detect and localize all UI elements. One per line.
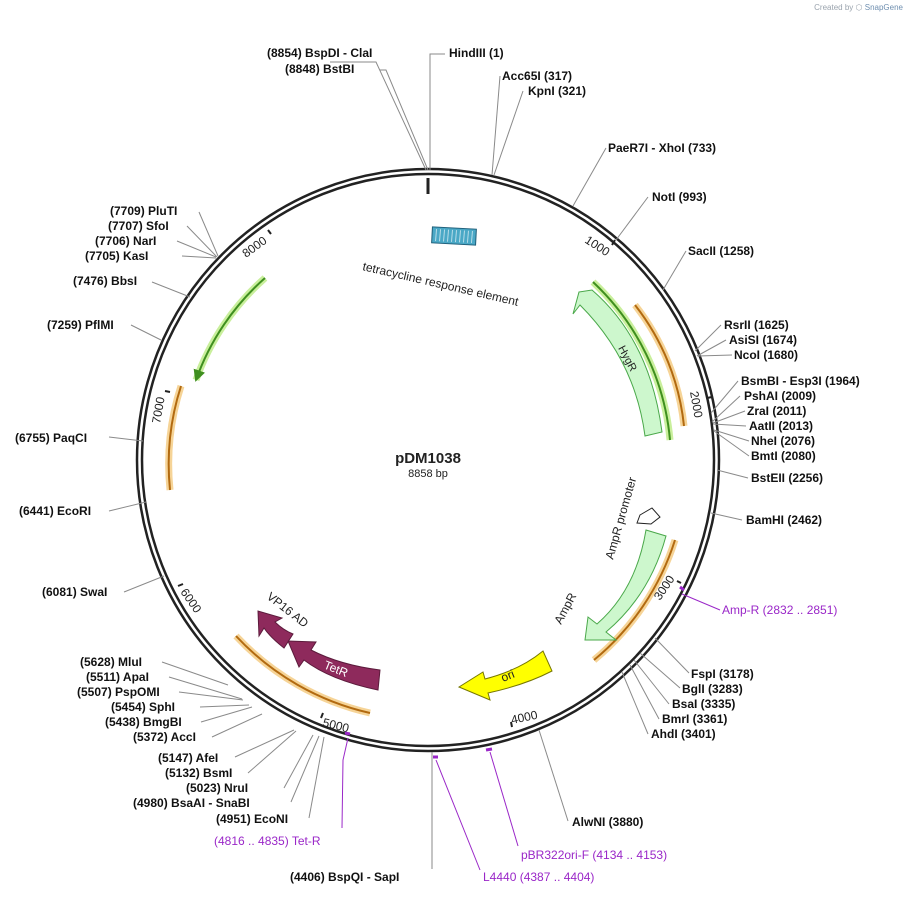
orf-arc-glow-1 [192, 275, 268, 382]
primer-label-l4440[interactable]: L4440 (4387 .. 4404) [483, 870, 594, 884]
orf-arcs [165, 275, 688, 717]
site-label-noti[interactable]: NotI (993) [652, 190, 707, 204]
site-label-bspqi-sapi[interactable]: (4406) BspQI - SapI [290, 870, 399, 884]
tetr-arrow [287, 640, 381, 691]
site-label-fspi[interactable]: FspI (3178) [691, 667, 754, 681]
site-label-mlui[interactable]: (5628) MluI [80, 655, 142, 669]
orf-arc-5 [593, 539, 676, 661]
site-label-pshai[interactable]: PshAI (2009) [744, 389, 816, 403]
tick-label-6000: 6000 [178, 586, 205, 616]
site-label-bsteii[interactable]: BstEII (2256) [751, 471, 823, 485]
site-label-bsmi[interactable]: (5132) BsmI [165, 766, 232, 780]
ori-arrow [457, 650, 553, 701]
primer-marks [344, 585, 685, 759]
snapgene-credit: Created by ⬡ SnapGene [814, 3, 903, 12]
feature-label-ori: ori [499, 667, 517, 685]
site-labels: (8854) BspDI - ClaI (8848) BstBI HindIII… [15, 46, 860, 884]
site-leader-lines [108, 53, 750, 869]
site-label-acci[interactable]: (5372) AccI [133, 730, 196, 744]
site-label-aatii[interactable]: AatII (2013) [749, 419, 813, 433]
tre-box [431, 226, 477, 246]
vp16-arrow [257, 610, 294, 649]
tick-label-4000: 4000 [510, 708, 539, 727]
site-label-ncoi[interactable]: NcoI (1680) [734, 348, 798, 362]
site-label-paer7i-xhoi[interactable]: PaeR7I - XhoI (733) [608, 141, 716, 155]
primer-label-tet-r[interactable]: (4816 .. 4835) Tet-R [214, 834, 321, 848]
tick-label-8000: 8000 [240, 233, 270, 260]
tick-label-7000: 7000 [149, 395, 167, 424]
site-label-rsrii[interactable]: RsrII (1625) [724, 318, 789, 332]
feature-tetr[interactable]: TetR [287, 640, 381, 691]
tick-label-5000: 5000 [321, 715, 351, 735]
plasmid-center-labels: pDM1038 8858 bp [395, 450, 461, 480]
primer-leader-lines [341, 593, 721, 871]
site-label-pspomi[interactable]: (5507) PspOMI [77, 685, 160, 699]
hygr-arrow [572, 289, 663, 437]
snapgene-logo-icon: ⬡ [855, 3, 863, 12]
feature-label-ampr: AmpR [551, 590, 579, 626]
site-label-bspdi-clai[interactable]: (8854) BspDI - ClaI [267, 46, 372, 60]
feature-tre[interactable]: tetracycline response element [361, 226, 520, 309]
orf-arc-1 [193, 277, 266, 382]
primer-mark-tet-r [344, 731, 351, 736]
site-label-bgli[interactable]: BglI (3283) [682, 682, 743, 696]
site-label-bmti[interactable]: BmtI (2080) [751, 449, 816, 463]
site-label-ecori[interactable]: (6441) EcoRI [19, 504, 91, 518]
credit-created-by: Created by [814, 3, 854, 12]
site-label-paqci[interactable]: (6755) PaqCI [15, 431, 87, 445]
site-label-bsaai-snabi[interactable]: (4980) BsaAI - SnaBI [133, 796, 250, 810]
plasmid-size: 8858 bp [408, 468, 448, 480]
site-label-nrui[interactable]: (5023) NruI [186, 781, 248, 795]
orf-arc-6 [235, 635, 371, 714]
site-label-bbsi[interactable]: (7476) BbsI [73, 274, 137, 288]
site-label-bmgbi[interactable]: (5438) BmgBI [105, 715, 182, 729]
primer-mark-pbr322ori-f [485, 747, 493, 752]
site-label-bmri[interactable]: BmrI (3361) [662, 712, 727, 726]
primer-labels: Amp-R (2832 .. 2851) pBR322ori-F (4134 .… [214, 603, 837, 884]
site-label-sacii[interactable]: SacII (1258) [688, 244, 754, 258]
site-label-apai[interactable]: (5511) ApaI [86, 670, 149, 684]
site-label-alwni[interactable]: AlwNI (3880) [572, 815, 643, 829]
site-label-pluti[interactable]: (7709) PluTI [110, 204, 177, 218]
orf-arc-3 [592, 281, 671, 441]
site-label-bsai[interactable]: BsaI (3335) [672, 697, 735, 711]
site-label-kasi[interactable]: (7705) KasI [85, 249, 148, 263]
site-label-hindiii[interactable]: HindIII (1) [449, 46, 504, 60]
site-label-sfoi[interactable]: (7707) SfoI [108, 219, 169, 233]
credit-app-name: SnapGene [864, 3, 903, 12]
primer-mark-amp-r [679, 585, 685, 592]
tick-label-2000: 2000 [687, 390, 705, 419]
primer-label-amp-r[interactable]: Amp-R (2832 .. 2851) [722, 603, 837, 617]
site-label-pflmi[interactable]: (7259) PflMI [47, 318, 114, 332]
site-label-bsmbi-esp3i[interactable]: BsmBI - Esp3I (1964) [741, 374, 860, 388]
site-label-ahdi[interactable]: AhdI (3401) [651, 727, 716, 741]
site-label-nari[interactable]: (7706) NarI [95, 234, 156, 248]
site-label-bamhi[interactable]: BamHI (2462) [746, 513, 822, 527]
orf-arc-2 [167, 385, 182, 491]
ampr-promoter-arrow [636, 507, 661, 525]
site-label-asisi[interactable]: AsiSI (1674) [729, 333, 797, 347]
orf-arc-4 [634, 304, 685, 427]
site-label-econi[interactable]: (4951) EcoNI [216, 812, 288, 826]
site-label-bstbi[interactable]: (8848) BstBI [285, 62, 354, 76]
ampr-arrow [584, 529, 667, 641]
site-label-kpni[interactable]: KpnI (321) [528, 84, 586, 98]
feature-label-tre: tetracycline response element [361, 259, 520, 309]
site-label-sphi[interactable]: (5454) SphI [111, 700, 175, 714]
site-label-afei[interactable]: (5147) AfeI [158, 751, 218, 765]
site-label-swai[interactable]: (6081) SwaI [42, 585, 107, 599]
tick-marks [164, 229, 713, 728]
feature-vp16-ad[interactable]: VP16 AD [257, 589, 311, 649]
feature-ori[interactable]: ori [457, 650, 553, 701]
site-label-zrai[interactable]: ZraI (2011) [747, 404, 806, 418]
primer-label-pbr322ori-f[interactable]: pBR322ori-F (4134 .. 4153) [521, 848, 667, 862]
site-label-nhei[interactable]: NheI (2076) [751, 434, 815, 448]
feature-label-ampr-promoter: AmpR promoter [602, 476, 639, 561]
site-label-acc65i[interactable]: Acc65I (317) [502, 69, 572, 83]
plasmid-name: pDM1038 [395, 450, 461, 467]
